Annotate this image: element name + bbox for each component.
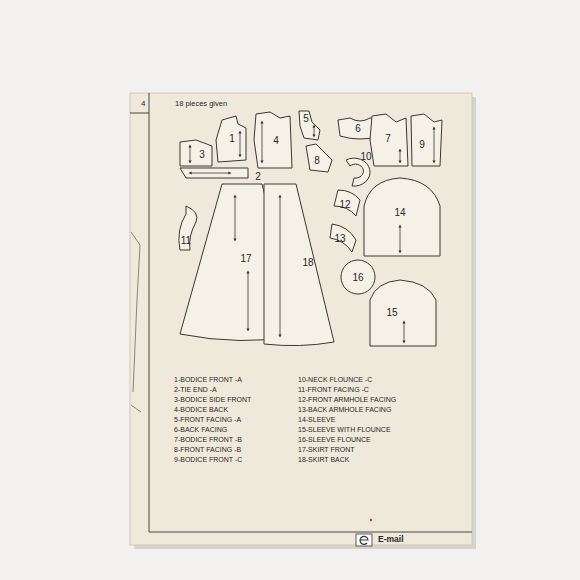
piece-5 (299, 111, 320, 140)
piece-1 (216, 116, 246, 162)
piece-number: 17 (240, 253, 251, 264)
piece-9 (411, 114, 442, 166)
piece-3 (180, 140, 212, 166)
piece-number: 8 (314, 155, 320, 166)
paper-sheet (130, 93, 472, 545)
grain-lines (190, 122, 434, 342)
piece-list-item: 12-FRONT ARMHOLE FACING (298, 396, 396, 404)
piece-8 (306, 144, 332, 172)
piece-list-item: 1-BODICE FRONT -A (174, 376, 242, 384)
piece-number: 12 (339, 199, 350, 210)
page-number: 4 (141, 100, 145, 109)
piece-12 (334, 190, 360, 216)
piece-14 (364, 178, 440, 256)
piece-number: 6 (355, 123, 361, 134)
piece-list-item: 14-SLEEVE (298, 416, 335, 424)
piece-number: 10 (360, 151, 371, 162)
piece-number: 18 (302, 257, 313, 268)
piece-11 (179, 206, 197, 250)
piece-number: 15 (386, 307, 397, 318)
piece-number: 5 (303, 113, 309, 124)
piece-list-item: 6-BACK FACING (174, 426, 227, 434)
piece-15 (370, 280, 436, 346)
piece-number: 9 (419, 139, 425, 150)
piece-list-item: 4-BODICE BACK (174, 406, 228, 414)
piece-list-item: 16-SLEEVE FLOUNCE (298, 436, 371, 444)
piece-16 (341, 260, 375, 294)
contact-label: E-mail (378, 535, 404, 544)
piece-10 (346, 158, 370, 186)
piece-number: 11 (181, 235, 191, 246)
piece-number: 7 (385, 133, 391, 144)
piece-list-item: 7-BODICE FRONT -B (174, 436, 242, 444)
piece-2 (180, 168, 248, 178)
piece-13 (330, 224, 356, 252)
piece-list-item: 3-BODICE SIDE FRONT (174, 396, 251, 404)
piece-list-item: 9-BODICE FRONT -C (174, 456, 242, 464)
piece-18 (264, 184, 334, 346)
piece-list-item: 2-TIE END -A (174, 386, 217, 394)
piece-list-item: 5-FRONT FACING -A (174, 416, 241, 424)
piece-list-item: 8-FRONT FACING -B (174, 446, 241, 454)
pieces-note: 18 pieces given (175, 100, 227, 108)
piece-number: 1 (229, 133, 235, 144)
piece-list-item: 17-SKIRT FRONT (298, 446, 355, 454)
piece-number: 14 (394, 207, 405, 218)
piece-number: 13 (334, 233, 345, 244)
piece-list-item: 13-BACK ARMHOLE FACING (298, 406, 391, 414)
piece-number: 4 (273, 135, 279, 146)
piece-list-item: 10-NECK FLOUNCE -C (298, 376, 372, 384)
piece-list-item: 18-SKIRT BACK (298, 456, 350, 464)
piece-list-item: 11-FRONT FACING -C (298, 386, 369, 394)
piece-number: 3 (199, 149, 205, 160)
frame-lines (130, 93, 472, 532)
email-logo (356, 534, 372, 546)
piece-7 (370, 114, 408, 166)
dot-mark (370, 519, 372, 521)
piece-number: 2 (255, 171, 261, 182)
piece-list-item: 15-SLEEVE WITH FLOUNCE (298, 426, 391, 434)
piece-number: 16 (352, 272, 363, 283)
piece-4 (254, 112, 292, 168)
pattern-pieces (179, 111, 442, 346)
